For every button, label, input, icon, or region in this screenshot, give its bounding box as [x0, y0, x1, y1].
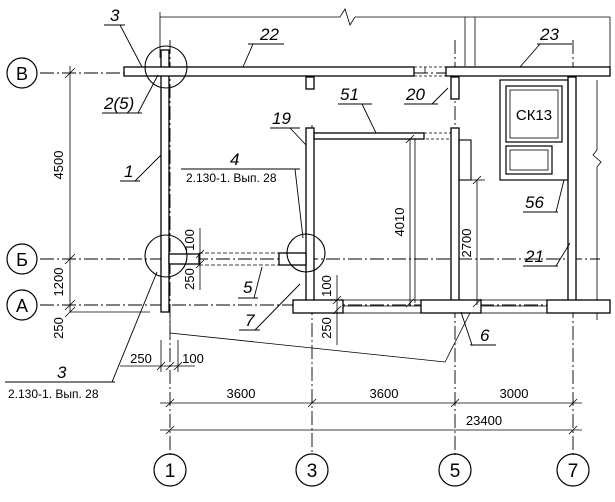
svg-text:5: 5	[450, 461, 461, 482]
callout-51: 51	[340, 85, 359, 104]
callout-23: 23	[539, 25, 559, 44]
partition-51	[313, 132, 425, 140]
callout-6: 6	[480, 326, 490, 345]
callout-3-bottom-ref: 2.130-1. Вып. 28	[8, 387, 99, 401]
callout-5: 5	[243, 278, 253, 297]
dim-span-1: 3600	[227, 386, 256, 401]
beam-22	[123, 66, 415, 77]
callout-56: 56	[525, 193, 544, 212]
equipment-label: СК13	[516, 107, 552, 124]
axis-marker-5: 5	[438, 453, 472, 487]
beam-23	[445, 66, 611, 77]
axis-marker-7: 7	[556, 453, 590, 487]
axis-marker-3: 3	[295, 453, 329, 487]
callout-4-ref: 2.130-1. Вып. 28	[186, 171, 277, 185]
dim-100-a: 100	[182, 229, 197, 251]
dim-4500: 4500	[51, 151, 66, 180]
equipment-sk13: СК13	[499, 79, 569, 181]
dimension-texts: 4500 1200 250 100 250 100 250 4010 2700 …	[51, 151, 528, 428]
callout-3-top: 3	[110, 6, 120, 25]
svg-text:В: В	[16, 64, 28, 84]
break-line-right	[592, 80, 602, 320]
dim-span-3: 3000	[500, 386, 529, 401]
dim-250-bottom: 250	[130, 351, 152, 366]
axis-marker-1: 1	[153, 453, 187, 487]
callout-20: 20	[405, 85, 425, 104]
svg-text:Б: Б	[16, 250, 28, 270]
callout-7: 7	[245, 311, 255, 330]
callout-22: 22	[259, 25, 279, 44]
callout-4: 4	[230, 150, 239, 169]
dim-4010: 4010	[392, 208, 407, 237]
svg-text:3: 3	[307, 461, 318, 482]
callout-3-bottom: 3	[57, 363, 67, 382]
svg-text:1: 1	[165, 461, 176, 482]
svg-text:А: А	[16, 296, 28, 316]
dimension-lines	[64, 66, 582, 435]
node-circles	[144, 45, 326, 278]
axis-marker-b: Б	[6, 243, 38, 275]
wall-axis-3	[305, 127, 315, 311]
wall-axis-5	[450, 127, 460, 311]
column-axis-markers: 1 3 5 7	[153, 453, 590, 487]
callout-19: 19	[272, 109, 291, 128]
callout-2-5: 2(5)	[103, 94, 134, 113]
wall-axis-7	[567, 76, 577, 313]
wall-axis-3-top	[305, 76, 315, 90]
dim-100-b: 100	[319, 275, 334, 297]
wall-axis-5-top	[450, 76, 460, 100]
dim-250-left: 250	[51, 317, 66, 339]
wall-axis-1	[160, 49, 170, 313]
dim-total: 23400	[466, 413, 502, 428]
break-line-top	[159, 8, 611, 70]
dim-span-2: 3600	[370, 386, 399, 401]
svg-text:7: 7	[568, 461, 579, 482]
callout-21: 21	[524, 247, 544, 266]
dim-2700: 2700	[459, 229, 474, 258]
callout-1: 1	[124, 162, 133, 181]
row-axis-markers: В Б А	[6, 57, 38, 321]
walls	[123, 49, 611, 363]
callouts: 3 22 23 2(5) 51 20 19 1 4 2.130-1. Вып. …	[5, 6, 572, 401]
dim-1200: 1200	[51, 268, 66, 297]
axis-marker-a: А	[6, 289, 38, 321]
dim-250-a: 250	[182, 268, 197, 290]
axis-marker-v: В	[6, 57, 38, 89]
dim-250-b: 250	[319, 317, 334, 339]
dim-100-bottom: 100	[182, 351, 204, 366]
